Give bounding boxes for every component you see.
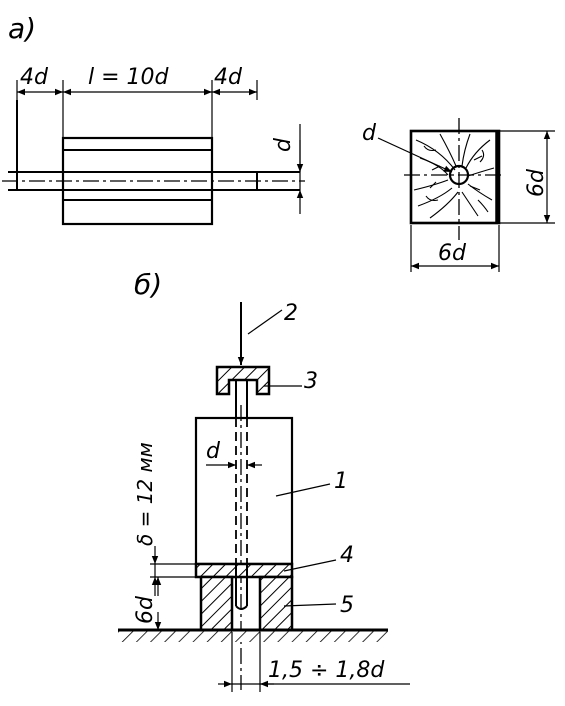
callout-2-leader — [247, 309, 283, 335]
callout-1-leader — [275, 483, 331, 497]
dim-side-width-label: 6d — [438, 241, 467, 266]
part-b-label: б) — [134, 268, 162, 301]
side-height-dimension — [499, 130, 555, 224]
dim-support-height-label: 6d — [133, 595, 158, 624]
support-blocks — [199, 575, 294, 632]
dim-right-label: 4d — [214, 65, 243, 90]
specimen-side-view — [404, 118, 505, 240]
ground — [118, 628, 388, 642]
top-dimension-chain — [16, 80, 258, 140]
dim-length-label: l = 10d — [88, 65, 170, 90]
callout-4: 4 — [340, 543, 354, 568]
callout-1: 1 — [334, 469, 348, 494]
loading-cap — [215, 365, 271, 396]
gap-dimension — [218, 632, 410, 692]
callout-5-leader — [283, 603, 337, 607]
side-d-leader — [377, 137, 453, 173]
side-width-dimension — [410, 225, 500, 272]
dim-side-d-label: d — [362, 121, 377, 146]
callout-2: 2 — [284, 301, 298, 326]
support-height-dimension — [150, 577, 200, 631]
dim-thickness-label: δ = 12 мм — [133, 442, 157, 546]
dim-pin-d-label: d — [206, 439, 221, 464]
dim-gap-label: 1,5 ÷ 1,8d — [268, 658, 385, 683]
callout-5: 5 — [340, 593, 354, 618]
callout-3: 3 — [304, 369, 318, 394]
dim-diameter-label: d — [271, 137, 296, 152]
specimen-elevation — [2, 100, 305, 226]
dim-side-height-label: 6d — [524, 168, 549, 197]
callout-4-leader — [283, 559, 337, 572]
part-a-label: a) — [8, 12, 36, 45]
steel-plate — [194, 562, 294, 579]
dim-left-label: 4d — [20, 65, 49, 90]
thickness-dimension — [150, 546, 196, 596]
